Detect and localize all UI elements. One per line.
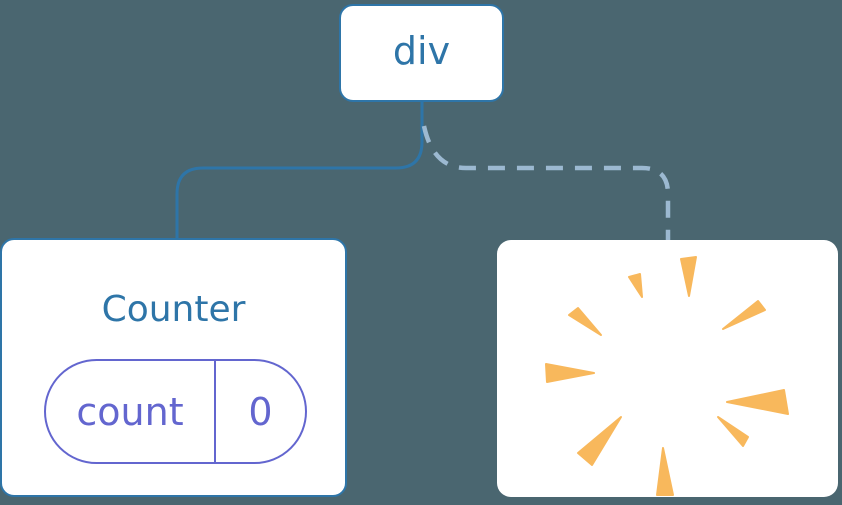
poof-burst-rays — [545, 256, 789, 496]
div-node-label: div — [392, 29, 451, 73]
counter-node-title: Counter — [101, 289, 246, 330]
solid-edge-div-to-counter — [175, 101, 424, 240]
tree-node-div: div — [339, 4, 504, 102]
tree-node-removed — [497, 240, 838, 497]
tree-node-counter: Counter count 0 — [0, 238, 347, 497]
dashed-edge-div-to-removed — [421, 125, 671, 242]
state-key: count — [46, 361, 216, 462]
state-value: 0 — [248, 389, 273, 434]
poof-burst-icon — [545, 256, 789, 496]
state-pill: count 0 — [44, 359, 307, 464]
